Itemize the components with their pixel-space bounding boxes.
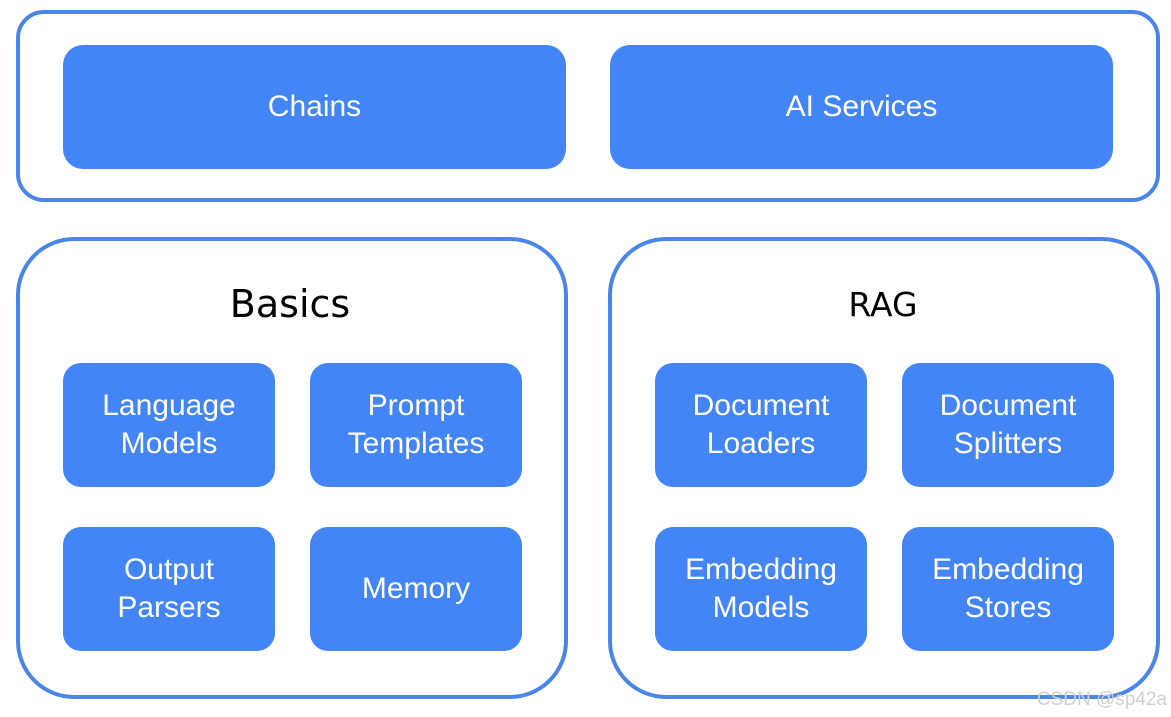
embedding-models-box: Embedding Models [655,527,867,651]
watermark-text: CSDN @sp42a [1036,689,1167,710]
chains-box: Chains [63,45,566,169]
memory-box: Memory [310,527,522,651]
document-splitters-box: Document Splitters [902,363,1114,487]
rag-title: RAG [848,285,918,324]
document-loaders-box: Document Loaders [655,363,867,487]
output-parsers-box: Output Parsers [63,527,275,651]
language-models-box: Language Models [63,363,275,487]
ai-services-box: AI Services [610,45,1113,169]
basics-title: Basics [229,282,351,326]
prompt-templates-box: Prompt Templates [310,363,522,487]
embedding-stores-box: Embedding Stores [902,527,1114,651]
